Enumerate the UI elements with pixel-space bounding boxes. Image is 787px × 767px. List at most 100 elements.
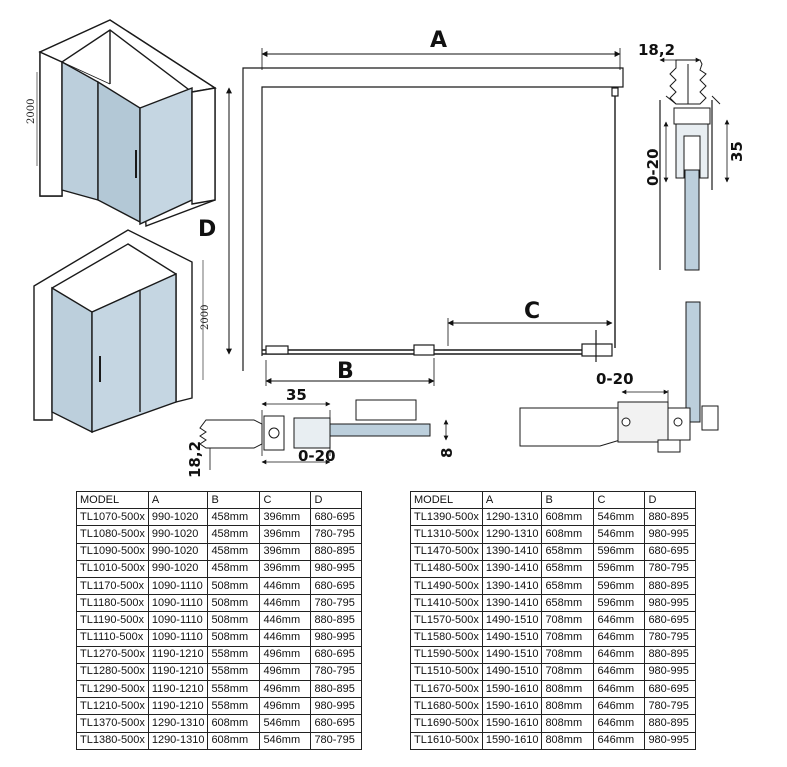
table-cell: 1390-1410: [481, 542, 543, 561]
table-cell: 646mm: [593, 714, 646, 733]
table-cell: 1390-1410: [481, 594, 543, 613]
wall-profile-detail-top: [659, 59, 721, 271]
table-cell: TL1290-500x: [76, 680, 149, 699]
table-cell: 1490-1510: [481, 628, 543, 647]
table-cell: TL1190-500x: [76, 611, 149, 630]
table-cell: TL1310-500x: [410, 525, 483, 544]
table-cell: 1190-1210: [147, 697, 209, 716]
column-header: D: [310, 490, 363, 510]
table-cell: 596mm: [593, 594, 646, 613]
table-cell: 596mm: [593, 559, 646, 578]
table-cell: 596mm: [593, 576, 646, 596]
table-cell: 558mm: [207, 680, 261, 699]
table-cell: 780-795: [310, 594, 363, 613]
table-cell: 646mm: [593, 731, 646, 750]
table-cell: 646mm: [593, 662, 646, 682]
table-cell: 646mm: [593, 628, 646, 647]
table-cell: 680-695: [644, 542, 697, 561]
table-cell: 680-695: [310, 508, 363, 527]
glass-8-label: 8: [438, 448, 456, 458]
table-cell: 508mm: [207, 594, 261, 613]
table-cell: 680-695: [310, 576, 363, 596]
table-cell: 880-895: [310, 542, 363, 561]
table-cell: 458mm: [207, 525, 261, 544]
table-cell: 446mm: [259, 628, 312, 647]
table-cell: TL1080-500x: [76, 525, 149, 544]
table-cell: 980-995: [310, 697, 363, 716]
table-cell: 608mm: [541, 525, 595, 544]
table-cell: 558mm: [207, 645, 261, 664]
table-cell: 458mm: [207, 559, 261, 578]
table-cell: 1590-1610: [481, 714, 543, 733]
width-18-2-top-label: 18,2: [638, 41, 675, 59]
table-cell: TL1180-500x: [76, 594, 149, 613]
table-cell: 808mm: [541, 680, 595, 699]
table-cell: 780-795: [644, 697, 697, 716]
table-cell: TL1410-500x: [410, 594, 483, 613]
corner-profile-detail: [519, 301, 719, 453]
table-cell: 990-1020: [147, 542, 209, 561]
table-cell: 458mm: [207, 508, 261, 527]
table-cell: 780-795: [310, 662, 363, 682]
plan-view: [242, 67, 624, 371]
table-cell: 1590-1610: [481, 680, 543, 699]
table-cell: 1490-1510: [481, 645, 543, 664]
table-cell: 496mm: [259, 697, 312, 716]
table-cell: TL1380-500x: [76, 731, 149, 750]
table-cell: 546mm: [259, 731, 312, 750]
table-cell: 608mm: [207, 731, 261, 750]
table-cell: 496mm: [259, 645, 312, 664]
table-cell: 808mm: [541, 731, 595, 750]
dimension-c-label: C: [524, 299, 540, 324]
table-cell: 780-795: [310, 525, 363, 544]
table-cell: TL1690-500x: [410, 714, 483, 733]
table-cell: TL1370-500x: [76, 714, 149, 733]
table-cell: 1390-1410: [481, 576, 543, 596]
table-cell: 980-995: [310, 628, 363, 647]
table-cell: 680-695: [310, 645, 363, 664]
table-cell: 1290-1310: [147, 731, 209, 750]
table-cell: 780-795: [310, 731, 363, 750]
table-cell: TL1470-500x: [410, 542, 483, 561]
dimension-b-label: B: [337, 359, 354, 384]
table-cell: 708mm: [541, 662, 595, 682]
table-cell: TL1590-500x: [410, 645, 483, 664]
table-cell: 608mm: [207, 714, 261, 733]
table-cell: 546mm: [593, 508, 646, 527]
table-cell: 1290-1310: [147, 714, 209, 733]
table-cell: 658mm: [541, 594, 595, 613]
table-cell: 1190-1210: [147, 645, 209, 664]
table-cell: 596mm: [593, 542, 646, 561]
height-35-label: 35: [728, 141, 746, 162]
table-cell: 980-995: [644, 525, 697, 544]
table-cell: 1490-1510: [481, 662, 543, 682]
table-cell: TL1570-500x: [410, 611, 483, 630]
table-cell: TL1010-500x: [76, 559, 149, 578]
height-2000-top-label: 2000: [26, 99, 37, 124]
width-35-label: 35: [286, 386, 307, 404]
table-cell: 1290-1310: [481, 508, 543, 527]
table-cell: 658mm: [541, 576, 595, 596]
table-cell: 396mm: [259, 559, 312, 578]
column-header: A: [147, 490, 209, 510]
table-cell: 396mm: [259, 525, 312, 544]
table-cell: 446mm: [259, 611, 312, 630]
enclosure-3d-bottom: [33, 229, 193, 434]
table-cell: 1190-1210: [147, 680, 209, 699]
column-header: MODEL: [410, 490, 483, 510]
